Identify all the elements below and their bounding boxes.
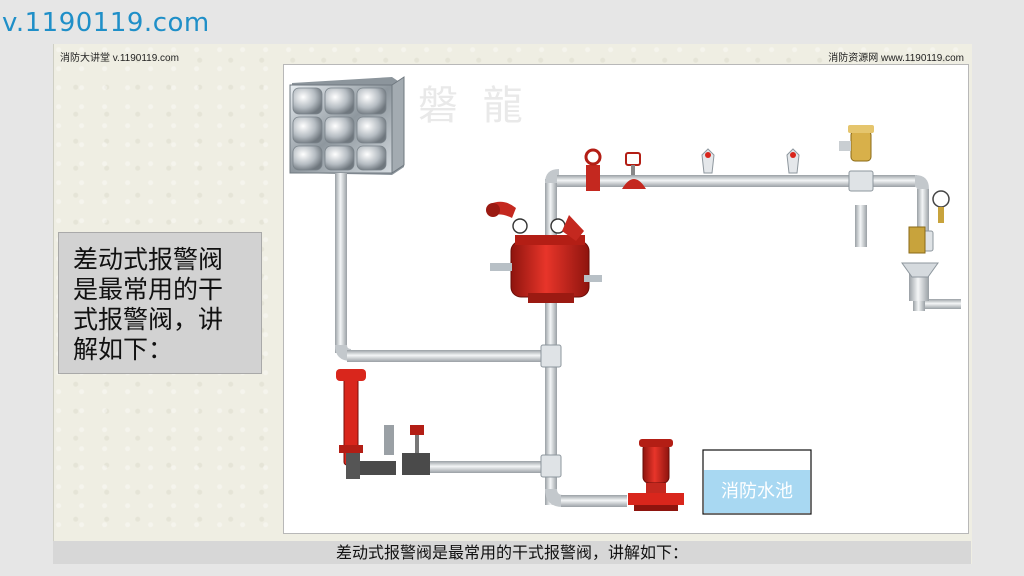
pipe-fittings <box>540 170 934 478</box>
test-drain-assembly <box>901 190 950 278</box>
water-tank <box>289 76 405 175</box>
pipe-network <box>335 169 961 507</box>
slide: 消防大讲堂 v.1190119.com 消防资源网 www.1190119.co… <box>53 44 972 564</box>
piping-diagram: 磐 龍 <box>283 64 969 534</box>
pumper-connection <box>336 369 430 479</box>
intro-text-box: 差动式报警阀 是最常用的干 式报警阀，讲 解如下： <box>58 232 262 374</box>
caption-text: 差动式报警阀是最常用的干式报警阀，讲解如下： <box>335 543 688 562</box>
alarm-valve <box>486 201 602 303</box>
slide-header-left: 消防大讲堂 v.1190119.com <box>60 53 179 64</box>
slide-header-right: 消防资源网 www.1190119.com <box>828 53 964 64</box>
intro-text-line: 差动式报警阀 <box>73 245 224 274</box>
fire-pump <box>628 439 684 511</box>
fire-pool <box>702 449 812 515</box>
site-url[interactable]: v.1190119.com <box>2 8 210 38</box>
pool-label: 消防水池 <box>721 481 793 502</box>
sprinkler-icon <box>701 148 715 174</box>
watermark: 磐 龍 <box>418 83 529 129</box>
top-pipe-components <box>584 148 800 191</box>
check-valve-icon <box>622 152 646 189</box>
intro-text-line: 解如下： <box>73 335 174 364</box>
air-release-valve <box>839 125 874 162</box>
intro-text-line: 式报警阀，讲 <box>73 305 224 334</box>
piping-svg <box>289 76 961 515</box>
caption-bar: 差动式报警阀是最常用的干式报警阀，讲解如下： <box>53 541 971 564</box>
gate-valve-icon <box>584 148 602 191</box>
sprinkler-icon <box>786 148 800 174</box>
intro-text-line: 是最常用的干 <box>73 275 224 304</box>
